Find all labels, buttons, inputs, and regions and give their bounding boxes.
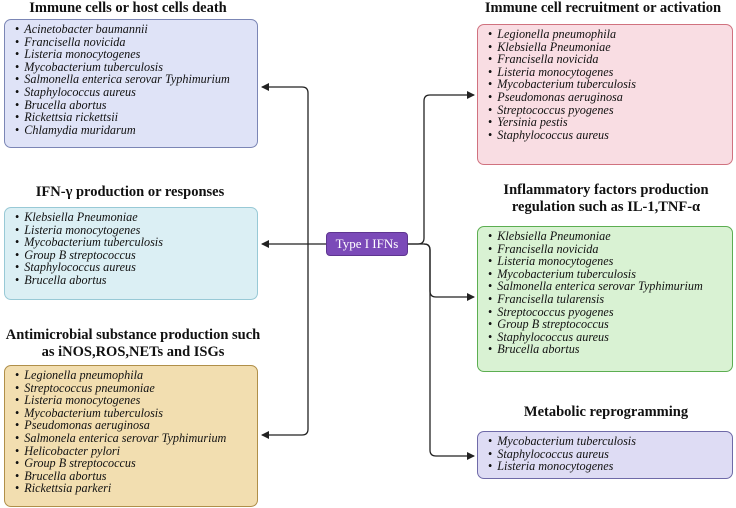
bacterium-list-item: Rickettsia rickettsii: [15, 111, 249, 124]
bacterium-list-item: Listeria monocytogenes: [15, 48, 249, 61]
bacterium-list-item: Mycobacterium tuberculosis: [15, 61, 249, 74]
bacterium-list-item: Group B streptococcus: [15, 457, 249, 470]
bacterium-list-item: Mycobacterium tuberculosis: [15, 236, 249, 249]
bacterium-list-item: Klebsiella Pneumoniae: [15, 211, 249, 224]
bacterium-list-item: Mycobacterium tuberculosis: [488, 435, 724, 448]
bacterium-list-item: Salmonella enterica serovar Typhimurium: [15, 73, 249, 86]
metabolic-box: Mycobacterium tuberculosisStaphylococcus…: [477, 431, 733, 479]
bacterium-list-item: Mycobacterium tuberculosis: [488, 268, 724, 281]
bacterium-list-item: Mycobacterium tuberculosis: [488, 78, 724, 91]
bacterium-list-item: Acinetobacter baumannii: [15, 23, 249, 36]
metabolic-title: Metabolic reprogramming: [523, 404, 689, 420]
bacterium-list-item: Staphylococcus aureus: [488, 331, 724, 344]
bacterium-list-item: Listeria monocytogenes: [488, 66, 724, 79]
ifn-gamma-list: Klebsiella PneumoniaeListeria monocytoge…: [15, 211, 249, 287]
arrow-to-recruitment: [408, 91, 475, 245]
bacterium-list-item: Group B streptococcus: [488, 318, 724, 331]
bacterium-list-item: Listeria monocytogenes: [15, 394, 249, 407]
ifn-gamma-title: IFN-γ production or responses: [35, 184, 225, 200]
bacterium-list-item: Francisella novicida: [15, 35, 249, 49]
immune-death-title: Immune cells or host cells death: [29, 0, 227, 16]
bacterium-list-item: Yersinia pestis: [488, 116, 724, 129]
bacterium-list-item: Brucella abortus: [15, 274, 249, 287]
recruitment-title: Immune cell recruitment or activation: [484, 0, 722, 16]
arrow-to-inflammatory: [408, 243, 475, 301]
inflammatory-box: Klebsiella PneumoniaeFrancisella novicid…: [477, 226, 733, 372]
bacterium-list-item: Streptococcus pyogenes: [488, 305, 724, 319]
bacterium-list-item: Listeria monocytogenes: [488, 255, 724, 268]
bacterium-list-item: Legionella pneumophila: [15, 369, 249, 382]
inflammatory-list: Klebsiella PneumoniaeFrancisella novicid…: [488, 230, 724, 356]
ifn-gamma-box: Klebsiella PneumoniaeListeria monocytoge…: [4, 207, 258, 300]
recruitment-box: Legionella pneumophilaKlebsiella Pneumon…: [477, 24, 733, 165]
antimicrobial-title: Antimicrobial substance production such …: [5, 327, 261, 360]
bacterium-list-item: Brucella abortus: [15, 470, 249, 483]
bacterium-list-item: Group B streptococcus: [15, 249, 249, 262]
antimicrobial-list: Legionella pneumophilaStreptococcus pneu…: [15, 369, 249, 495]
bacterium-list-item: Salmonela enterica serovar Typhimurium: [15, 432, 249, 445]
bacterium-list-item: Helicobacter pylori: [15, 444, 249, 458]
bacterium-list-item: Staphylococcus aureus: [488, 129, 724, 142]
bacterium-list-item: Chlamydia muridarum: [15, 124, 249, 137]
bacterium-list-item: Francisella tularensis: [488, 293, 724, 306]
bacterium-list-item: Francisella novicida: [488, 242, 724, 256]
metabolic-list: Mycobacterium tuberculosisStaphylococcus…: [488, 435, 724, 473]
bacterium-list-item: Streptococcus pneumoniae: [15, 381, 249, 395]
bacterium-list-item: Pseudomonas aeruginosa: [488, 91, 724, 104]
bacterium-list-item: Pseudomonas aeruginosa: [15, 419, 249, 432]
bacterium-list-item: Klebsiella Pneumoniae: [488, 40, 724, 54]
bacterium-list-item: Staphylococcus aureus: [15, 86, 249, 99]
bacterium-list-item: Francisella novicida: [488, 53, 724, 66]
bacterium-list-item: Staphylococcus aureus: [15, 261, 249, 274]
bacterium-list-item: Staphylococcus aureus: [488, 447, 724, 461]
bacterium-list-item: Legionella pneumophila: [488, 28, 724, 41]
immune-death-list: Acinetobacter baumanniiFrancisella novic…: [15, 23, 249, 136]
inflammatory-title: Inflammatory factors production regulati…: [503, 182, 709, 215]
arrow-to-immune-death: [261, 83, 309, 244]
bacterium-list-item: Mycobacterium tuberculosis: [15, 407, 249, 420]
arrow-to-antimicrobial: [261, 244, 309, 439]
bacterium-list-item: Listeria monocytogenes: [488, 460, 724, 473]
bacterium-list-item: Klebsiella Pneumoniae: [488, 230, 724, 243]
type-i-ifns-node: Type I IFNs: [326, 232, 408, 256]
arrow-to-metabolic: [423, 243, 475, 460]
bacterium-list-item: Listeria monocytogenes: [15, 223, 249, 237]
recruitment-list: Legionella pneumophilaKlebsiella Pneumon…: [488, 28, 724, 141]
bacterium-list-item: Rickettsia parkeri: [15, 482, 249, 495]
bacterium-list-item: Brucella abortus: [15, 98, 249, 112]
bacterium-list-item: Brucella abortus: [488, 343, 724, 356]
bacterium-list-item: Salmonella enterica serovar Typhimurium: [488, 280, 724, 293]
bacterium-list-item: Streptococcus pyogenes: [488, 103, 724, 117]
antimicrobial-box: Legionella pneumophilaStreptococcus pneu…: [4, 365, 258, 507]
immune-death-box: Acinetobacter baumanniiFrancisella novic…: [4, 19, 258, 148]
